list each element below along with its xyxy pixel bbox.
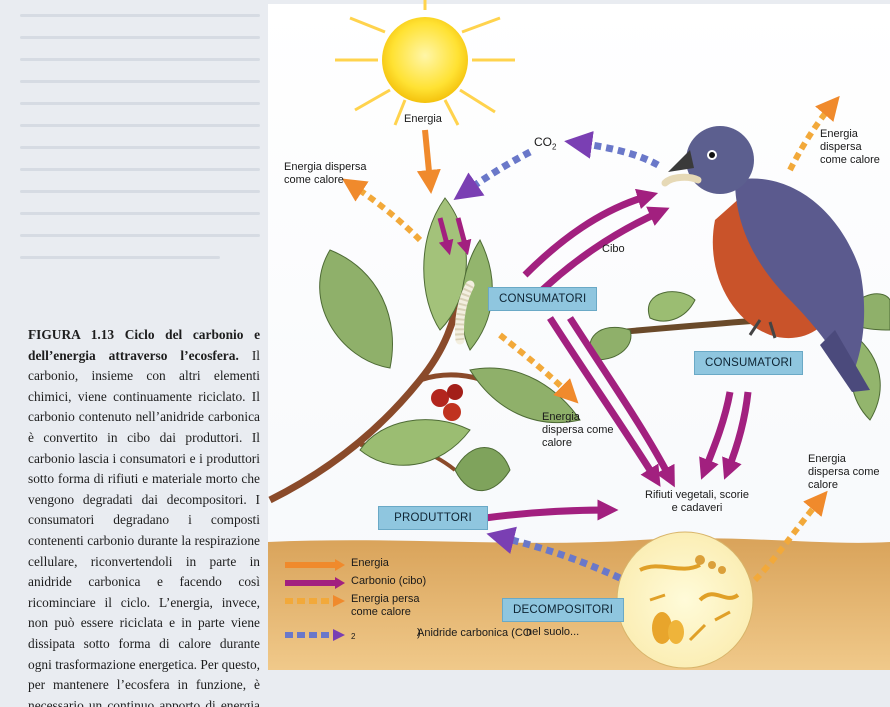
legend-heat-arrow (285, 595, 347, 607)
label-heat-middle: Energia dispersa come calore (542, 411, 617, 450)
label-heat-left: Energia dispersa come calore (284, 161, 374, 187)
label-energia: Energia (404, 113, 442, 126)
legend-co2-arrow (285, 629, 347, 641)
label-cibo: Cibo (602, 243, 625, 256)
box-consumatori-plant: CONSUMATORI (488, 287, 597, 311)
label-soil: nel suolo... (526, 626, 579, 639)
box-produttori: PRODUTTORI (378, 506, 488, 530)
caption-body: Il carbonio, insieme con altri elementi … (28, 348, 260, 707)
legend-carbon-arrow (285, 577, 347, 589)
label-waste: Rifiuti vegetali, scorie e cadaveri (642, 489, 752, 515)
decomposers-circle (617, 532, 753, 668)
label-heat-bird: Energia dispersa come calore (820, 128, 888, 167)
box-consumatori-bird: CONSUMATORI (694, 351, 803, 375)
caption-title: FIGURA 1.13 Ciclo del carbonio e dell’en… (28, 327, 260, 363)
legend-energy-arrow (285, 559, 347, 571)
label-heat-right: Energia dispersa come calore (808, 453, 883, 492)
box-decompositori: DECOMPOSITORI (502, 598, 624, 622)
label-co2: CO2 (534, 136, 556, 153)
figure-caption: FIGURA 1.13 Ciclo del carbonio e dell’en… (28, 325, 260, 707)
